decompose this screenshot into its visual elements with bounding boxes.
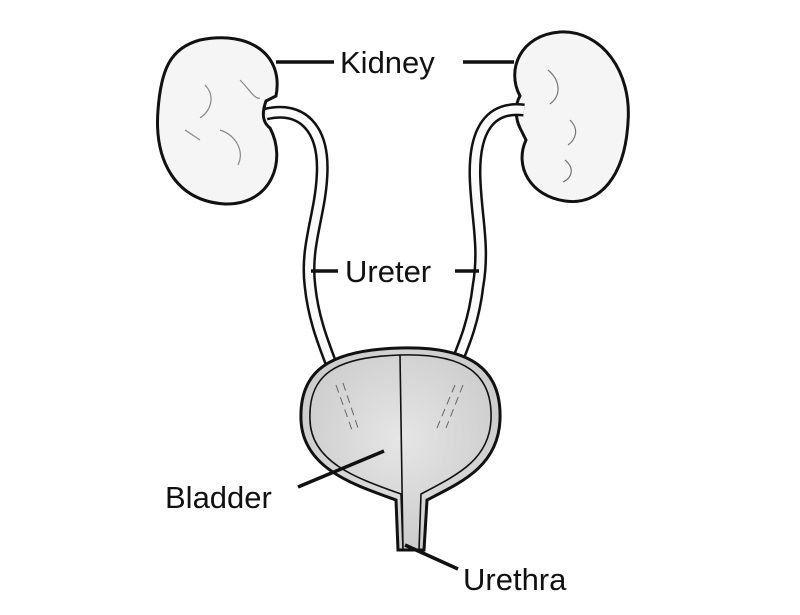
ureter-label: Ureter [345,254,431,289]
urethra-leader [404,543,459,571]
bladder-leader [297,449,385,489]
bladder-label: Bladder [165,480,272,515]
bladder [299,346,502,552]
kidney-label: Kidney [340,45,435,80]
urethra-label: Urethra [463,562,567,597]
left-kidney [156,36,279,206]
right-ureter [449,103,525,367]
left-ureter [264,105,339,369]
right-kidney [513,30,630,204]
leader-lines [276,60,514,571]
